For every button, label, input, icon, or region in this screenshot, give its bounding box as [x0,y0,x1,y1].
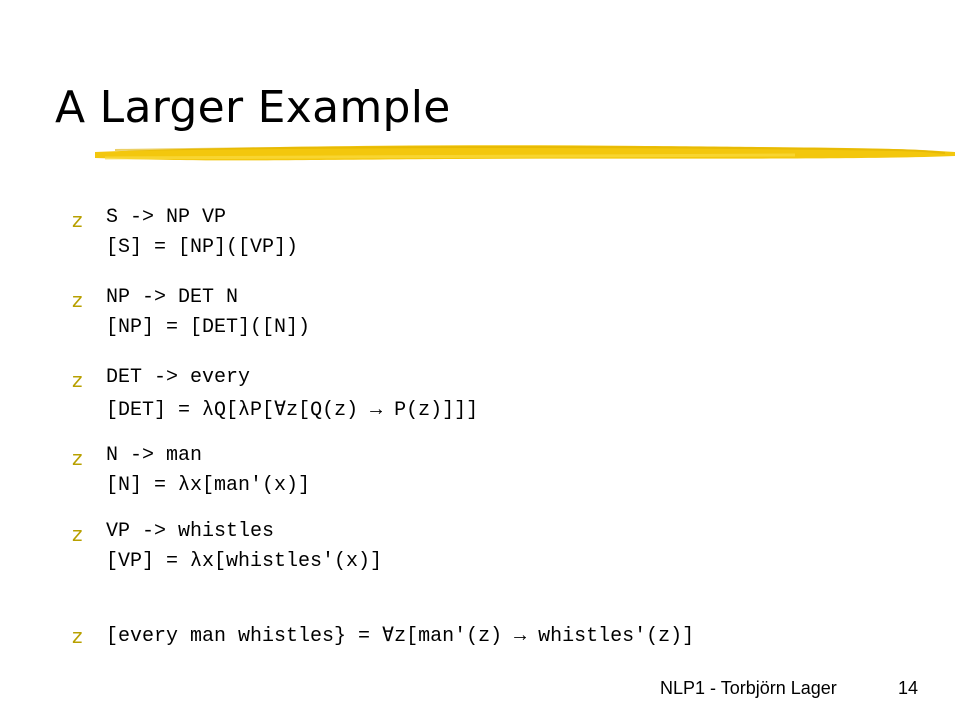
title-underline-brush [95,145,955,161]
rule-semantics: [N] = λx[man'(x)] [106,474,311,497]
slide-title: A Larger Example [55,82,451,133]
rule-semantics: [VP] = λx[whistles'(x)] [106,550,383,573]
rule-conclusion: [every man whistles} = ∀z[man'(z) → whis… [106,625,695,648]
rule-production: N -> man [106,444,203,467]
rule-production: DET -> every [106,366,251,389]
bullet-icon: z [72,288,83,312]
bullet-icon: z [72,446,83,470]
rule-production: S -> NP VP [106,206,227,229]
page-number: 14 [898,678,919,698]
bullet-icon: z [72,208,83,232]
bullet-icon: z [72,368,83,392]
rule-production: NP -> DET N [106,286,239,309]
footer-text: NLP1 - Torbjörn Lager [660,678,837,698]
rule-semantics: [S] = [NP]([VP]) [106,236,299,259]
rule-production: VP -> whistles [106,520,275,543]
bullet-icon: z [72,624,83,648]
bullet-icon: z [72,522,83,546]
rule-semantics: [DET] = λQ[λP[∀z[Q(z) → P(z)]]] [106,399,479,422]
rule-semantics: [NP] = [DET]([N]) [106,316,311,339]
